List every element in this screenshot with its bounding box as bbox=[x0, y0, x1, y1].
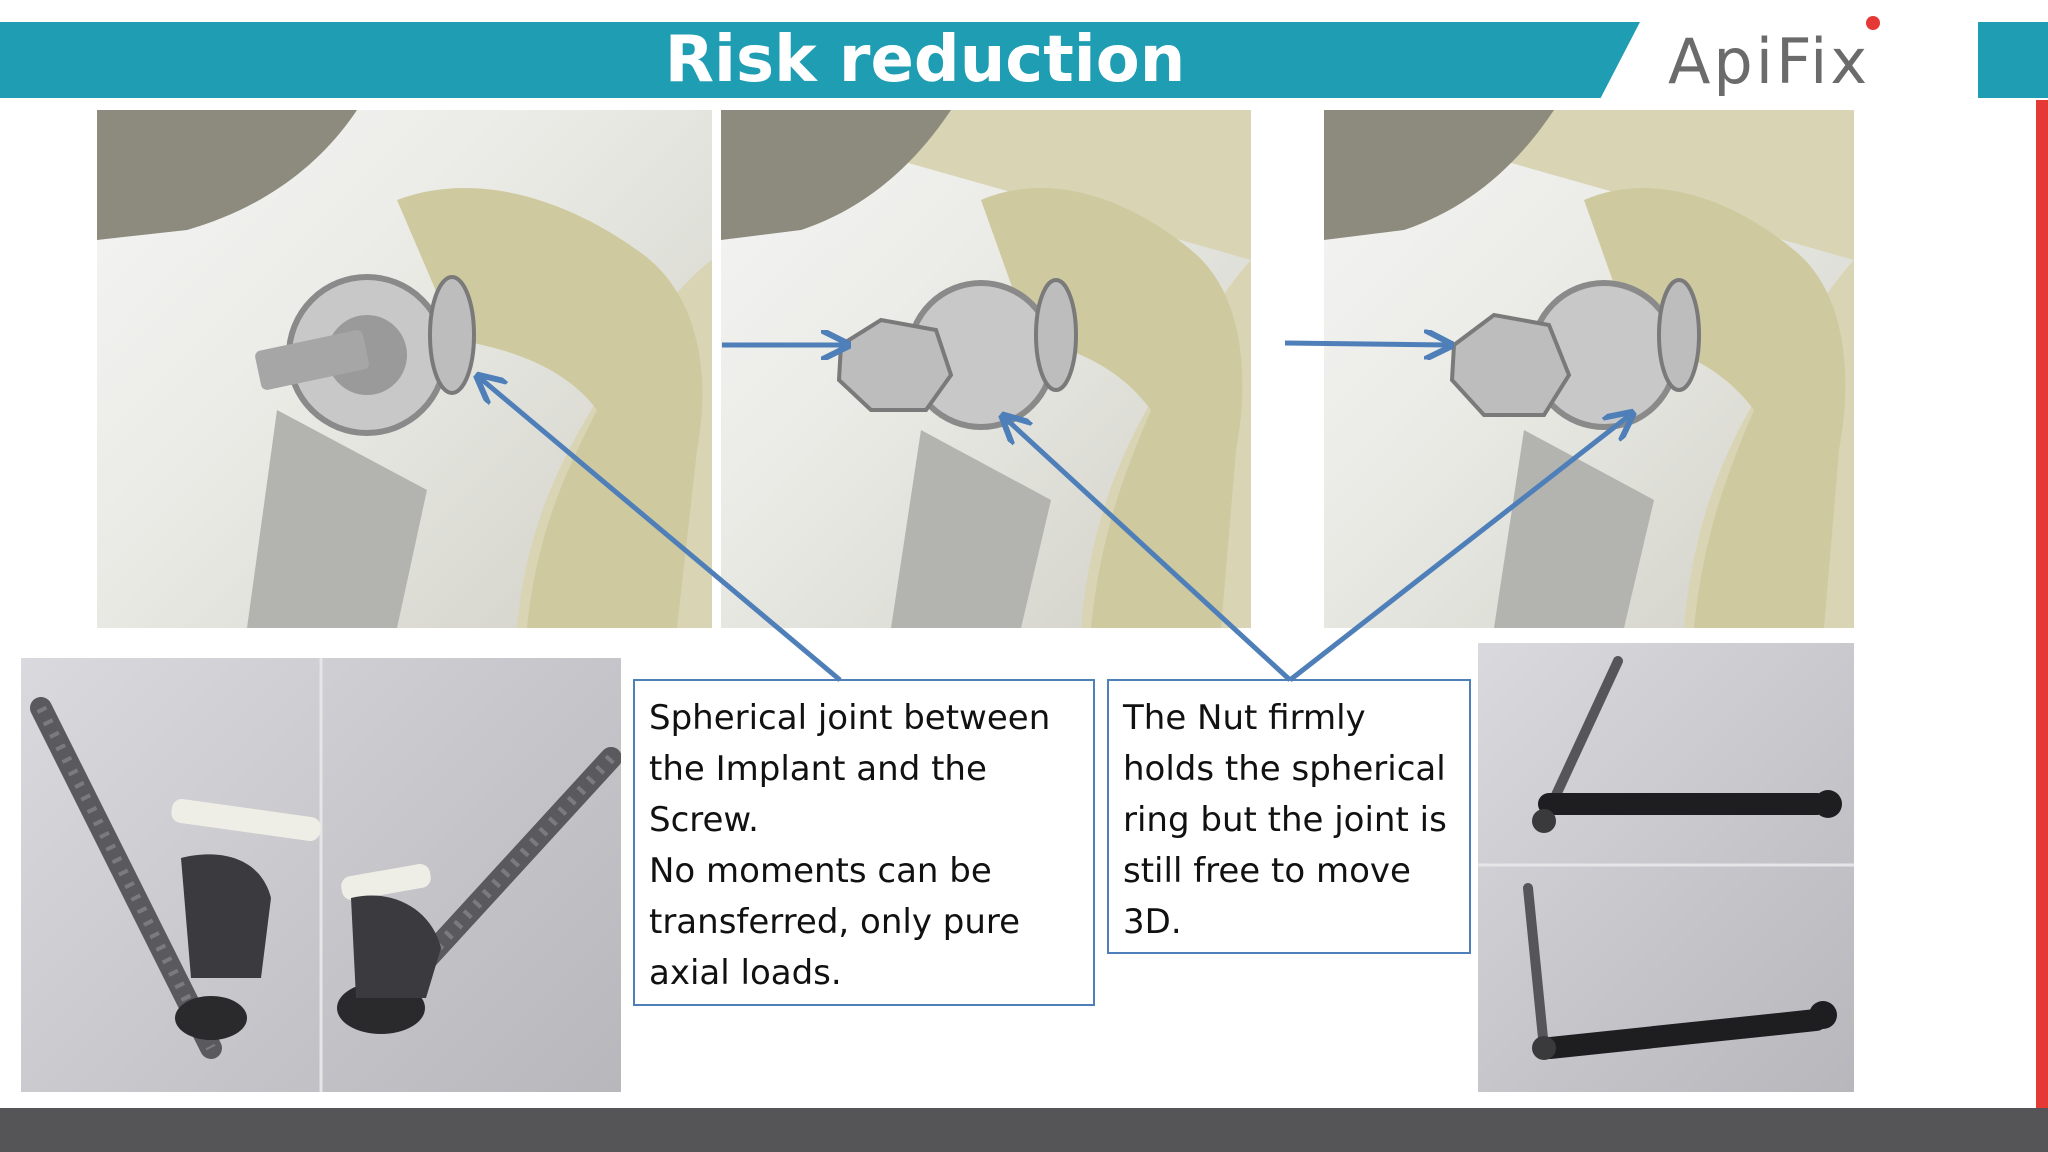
implant-render-2 bbox=[721, 110, 1251, 628]
bone-implant-illustration-1 bbox=[97, 110, 712, 628]
bone-implant-illustration-2 bbox=[721, 110, 1251, 628]
bone-implant-illustration-3 bbox=[1324, 110, 1854, 628]
implant-render-1 bbox=[97, 110, 712, 628]
screw-photo-illustration bbox=[30, 658, 621, 1092]
callout-spherical-joint: Spherical joint between the Implant and … bbox=[633, 679, 1095, 1006]
implant-assembly-photos bbox=[1478, 643, 1854, 1092]
slide-title: Risk reduction bbox=[664, 23, 1186, 97]
implant-render-3 bbox=[1324, 110, 1854, 628]
footer-band bbox=[0, 1108, 2048, 1152]
screw-joint-photo-pair bbox=[21, 658, 621, 1092]
header-band bbox=[0, 22, 1640, 98]
apifix-logo: ApiFix bbox=[1668, 25, 1871, 98]
right-edge-accent bbox=[2036, 100, 2048, 1108]
assembly-photo-illustration bbox=[1478, 656, 1854, 1060]
callout-spherical-joint-text: Spherical joint between the Implant and … bbox=[649, 698, 1051, 993]
header-band-right bbox=[1978, 22, 2048, 98]
callout-nut-holds-text: The Nut firmly holds the spherical ring … bbox=[1123, 698, 1447, 942]
callout-nut-holds: The Nut firmly holds the spherical ring … bbox=[1107, 679, 1471, 954]
logo-red-dot bbox=[1866, 16, 1880, 30]
